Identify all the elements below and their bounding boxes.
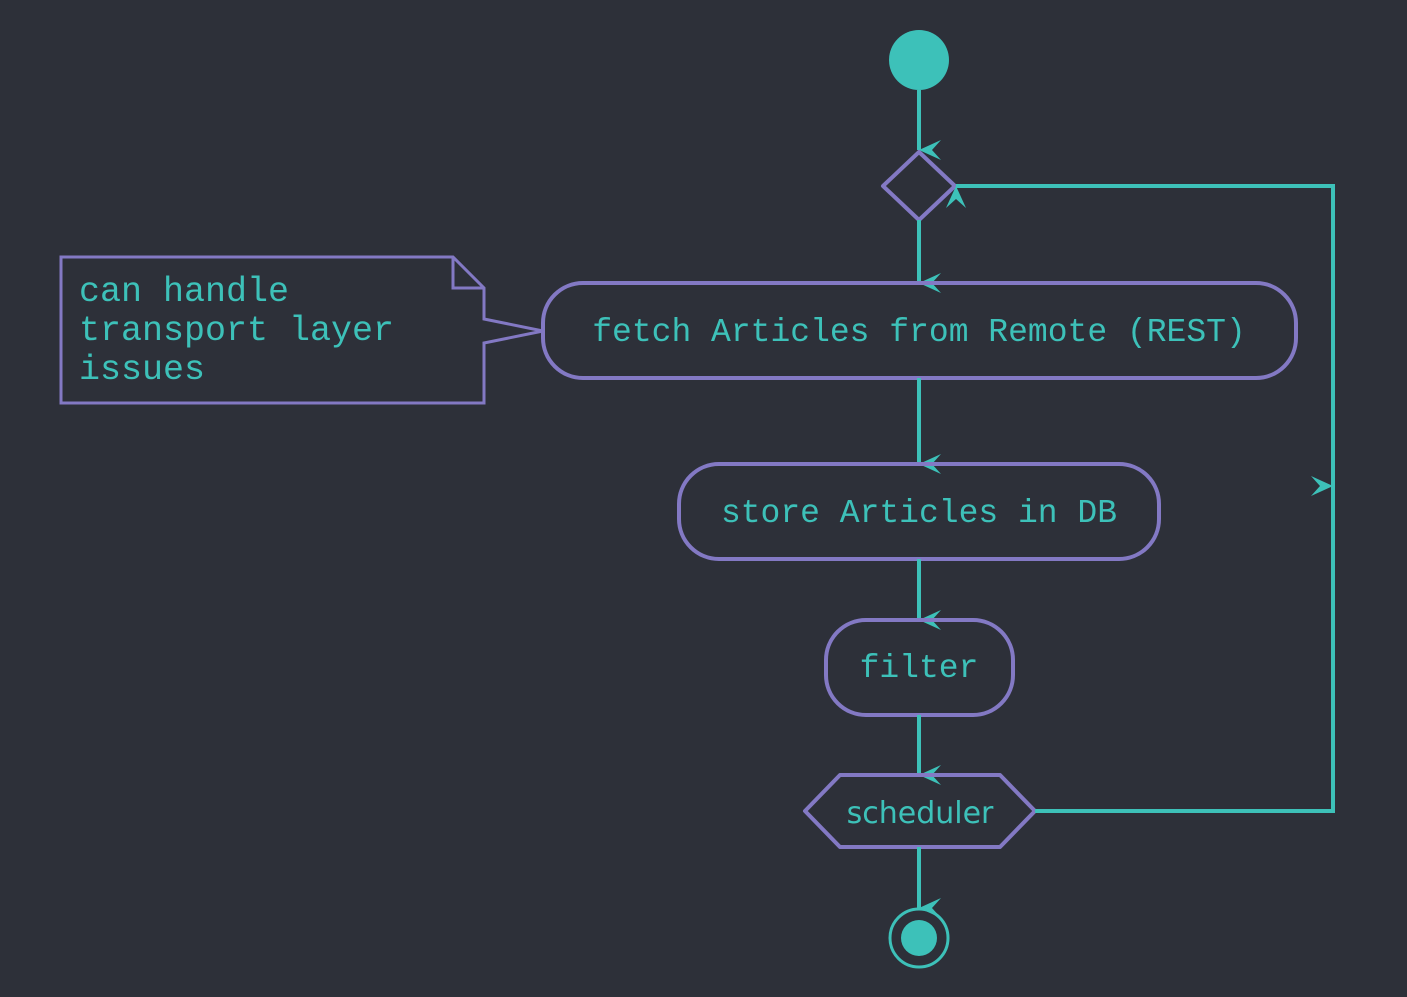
note: can handle transport layer issues <box>59 255 544 405</box>
note-shape <box>59 255 544 405</box>
note-line-2: transport layer <box>79 311 394 351</box>
scheduler-label: scheduler <box>847 796 994 831</box>
filter-activity-label: filter <box>860 650 979 687</box>
store-activity-label: store Articles in DB <box>721 495 1117 532</box>
end-node-ring <box>888 907 950 969</box>
start-node <box>889 30 949 90</box>
note-line-1: can handle <box>79 272 289 312</box>
merge-diamond <box>881 150 957 222</box>
fetch-activity-label: fetch Articles from Remote (REST) <box>592 314 1246 351</box>
end-node-core <box>901 920 937 956</box>
note-line-3: issues <box>79 350 205 390</box>
note-corner-fold <box>451 257 484 290</box>
